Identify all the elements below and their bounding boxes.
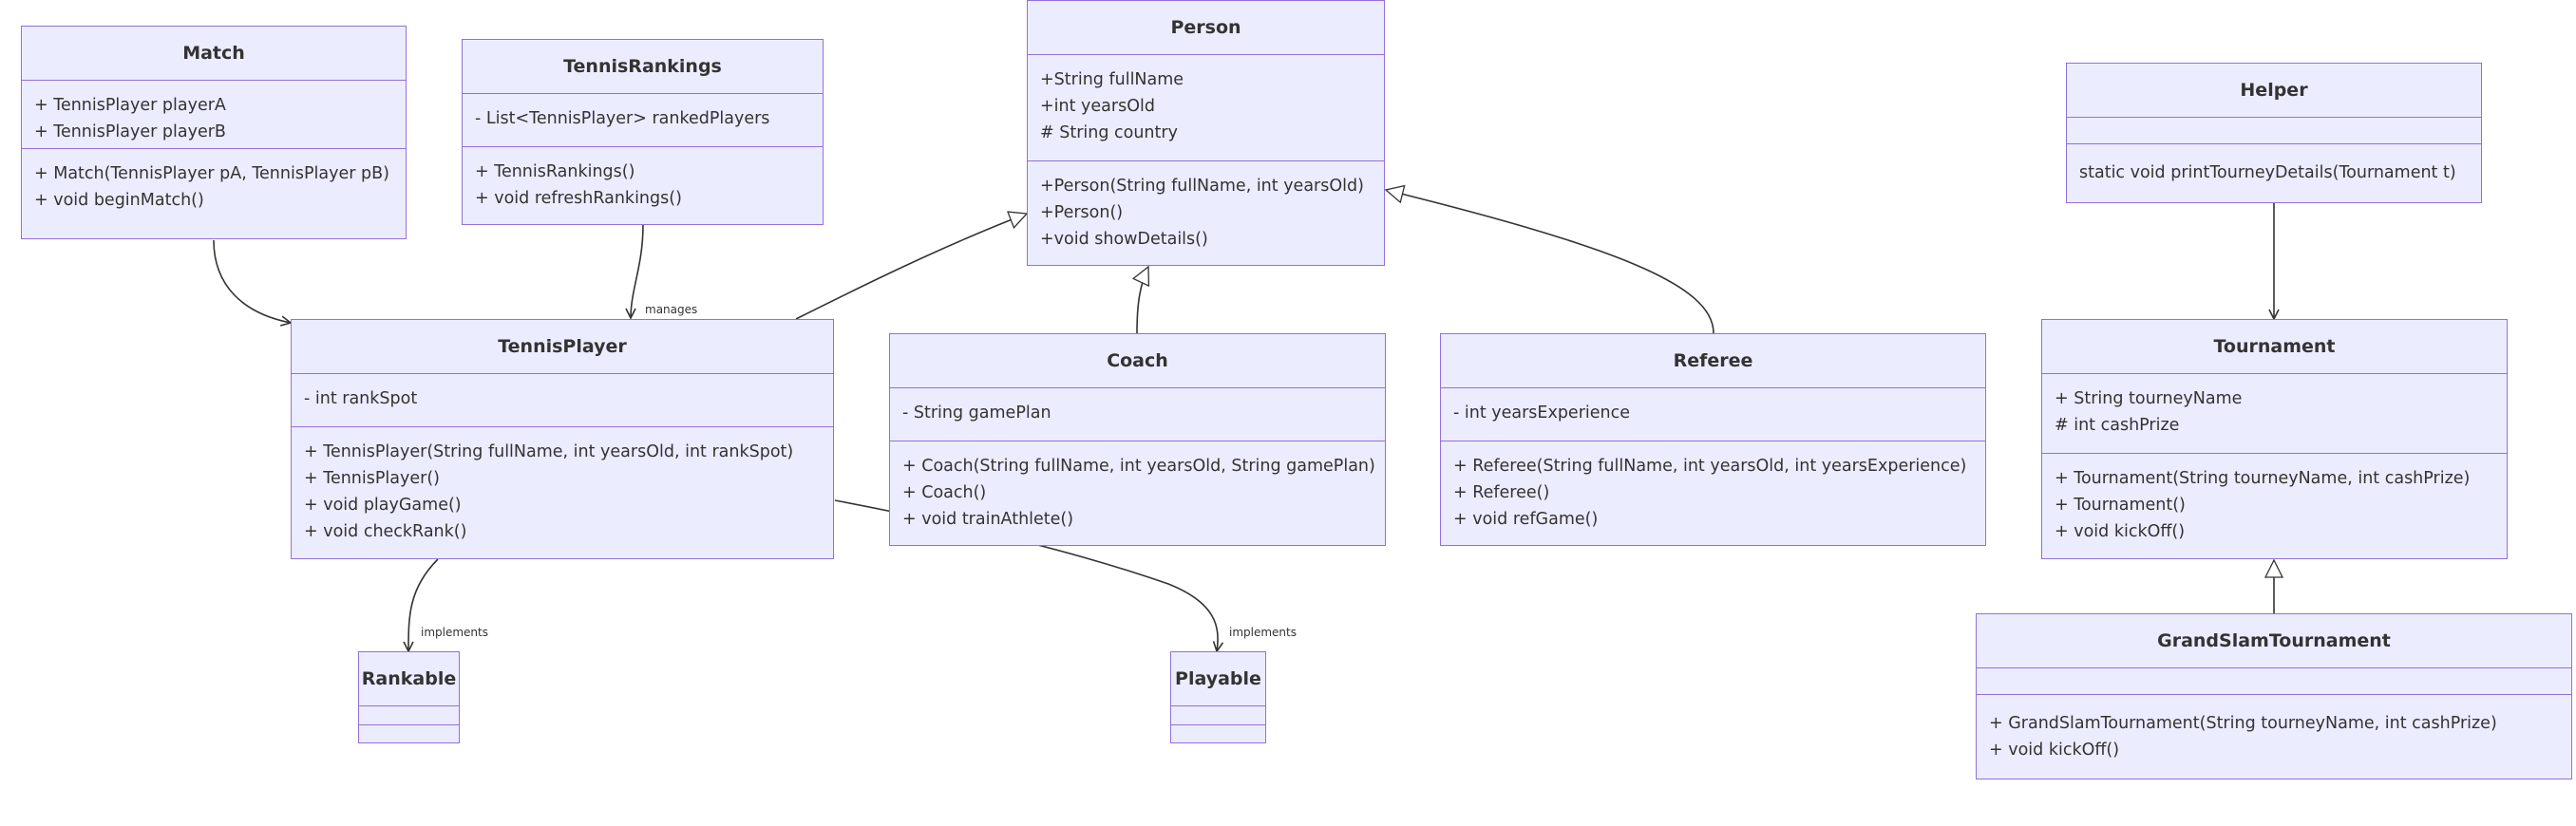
class-grandslamtournament-attributes [1977,668,2571,695]
class-referee[interactable]: Referee - int yearsExperience + Referee(… [1440,333,1986,546]
class-coach-name: Coach [890,334,1385,388]
attribute: # String country [1040,123,1178,142]
method: + void beginMatch() [34,191,204,210]
method: + void playGame() [304,496,462,515]
label-implements-playable: implements [1229,626,1297,639]
class-tennisplayer-attributes: - int rankSpot [292,374,833,427]
method: + Tournament(String tourneyName, int cas… [2055,469,2471,488]
method: + Match(TennisPlayer pA, TennisPlayer pB… [34,164,389,183]
class-tournament-methods: + Tournament(String tourneyName, int cas… [2042,454,2507,545]
class-tournament[interactable]: Tournament + String tourneyName # int ca… [2041,319,2508,559]
class-tennisrankings-methods: + TennisRankings() + void refreshRanking… [463,147,823,212]
method: + TennisPlayer(String fullName, int year… [304,442,794,461]
method: + void kickOff() [1989,741,2120,760]
class-match-attributes: + TennisPlayer playerA + TennisPlayer pl… [22,81,406,149]
method: + void kickOff() [2055,522,2186,541]
class-person-methods: +Person(String fullName, int yearsOld) +… [1028,161,1384,253]
class-match[interactable]: Match + TennisPlayer playerA + TennisPla… [21,26,407,239]
edge-match-tennisplayer [213,239,291,323]
method: + void checkRank() [304,522,467,541]
attribute: +String fullName [1040,70,1184,89]
label-manages: manages [645,303,697,316]
class-tennisrankings-attributes: - List<TennisPlayer> rankedPlayers [463,94,823,147]
method: +Person() [1040,203,1124,222]
edge-tennisplayer-person [795,214,1027,320]
class-helper-attributes [2067,118,2481,144]
edge-referee-person [1386,190,1714,334]
method: static void printTourneyDetails(Tourname… [2079,163,2456,182]
class-coach[interactable]: Coach - String gamePlan + Coach(String f… [889,333,1386,546]
class-playable-name: Playable [1171,652,1265,706]
method: + TennisPlayer() [304,469,440,488]
class-person-attributes: +String fullName +int yearsOld # String … [1028,55,1384,161]
class-match-name: Match [22,27,406,81]
attribute: + String tourneyName [2055,389,2243,408]
class-grandslamtournament-methods: + GrandSlamTournament(String tourneyName… [1977,695,2571,763]
method: +Person(String fullName, int yearsOld) [1040,177,1364,196]
edge-tennisrankings-tennisplayer [631,224,644,318]
method: + Referee() [1453,483,1550,502]
attribute: - List<TennisPlayer> rankedPlayers [475,109,770,128]
class-rankable-name: Rankable [359,652,459,706]
method: + Coach() [902,483,987,502]
class-tennisplayer-name: TennisPlayer [292,320,833,374]
class-grandslamtournament-name: GrandSlamTournament [1977,614,2571,668]
method: + GrandSlamTournament(String tourneyName… [1989,714,2497,733]
method: + TennisRankings() [475,162,635,181]
class-coach-attributes: - String gamePlan [890,388,1385,441]
class-tennisplayer[interactable]: TennisPlayer - int rankSpot + TennisPlay… [291,319,834,559]
attribute: - int yearsExperience [1453,404,1631,422]
label-implements-rankable: implements [421,626,488,639]
method: + void refGame() [1453,510,1599,529]
class-tennisplayer-methods: + TennisPlayer(String fullName, int year… [292,427,833,545]
method: + Referee(String fullName, int yearsOld,… [1453,457,1967,476]
attribute: - String gamePlan [902,404,1051,422]
class-tennisrankings-name: TennisRankings [463,40,823,94]
attribute: # int cashPrize [2055,416,2180,435]
class-helper-methods: static void printTourneyDetails(Tourname… [2067,144,2481,186]
class-person[interactable]: Person +String fullName +int yearsOld # … [1027,0,1385,266]
class-referee-attributes: - int yearsExperience [1441,388,1985,441]
class-tournament-attributes: + String tourneyName # int cashPrize [2042,374,2507,454]
method: + void refreshRankings() [475,189,682,208]
class-playable-attributes [1171,706,1265,725]
class-referee-name: Referee [1441,334,1985,388]
class-rankable-attributes [359,706,459,725]
class-helper-name: Helper [2067,64,2481,118]
class-grandslamtournament[interactable]: GrandSlamTournament + GrandSlamTournamen… [1976,613,2572,779]
edge-tennisplayer-rankable [408,558,439,651]
class-coach-methods: + Coach(String fullName, int yearsOld, S… [890,441,1385,533]
class-referee-methods: + Referee(String fullName, int yearsOld,… [1441,441,1985,533]
class-tournament-name: Tournament [2042,320,2507,374]
attribute: + TennisPlayer playerB [34,122,226,141]
class-rankable[interactable]: Rankable [358,651,460,743]
attribute: +int yearsOld [1040,97,1155,116]
method: + void trainAthlete() [902,510,1074,529]
attribute: - int rankSpot [304,389,418,408]
method: + Tournament() [2055,496,2186,515]
edge-coach-person [1137,267,1148,334]
class-playable[interactable]: Playable [1170,651,1266,743]
attribute: + TennisPlayer playerA [34,96,226,115]
class-person-name: Person [1028,1,1384,55]
method: +void showDetails() [1040,230,1208,249]
method: + Coach(String fullName, int yearsOld, S… [902,457,1375,476]
class-helper[interactable]: Helper static void printTourneyDetails(T… [2066,63,2482,203]
class-match-methods: + Match(TennisPlayer pA, TennisPlayer pB… [22,149,406,214]
class-tennisrankings[interactable]: TennisRankings - List<TennisPlayer> rank… [462,39,824,225]
